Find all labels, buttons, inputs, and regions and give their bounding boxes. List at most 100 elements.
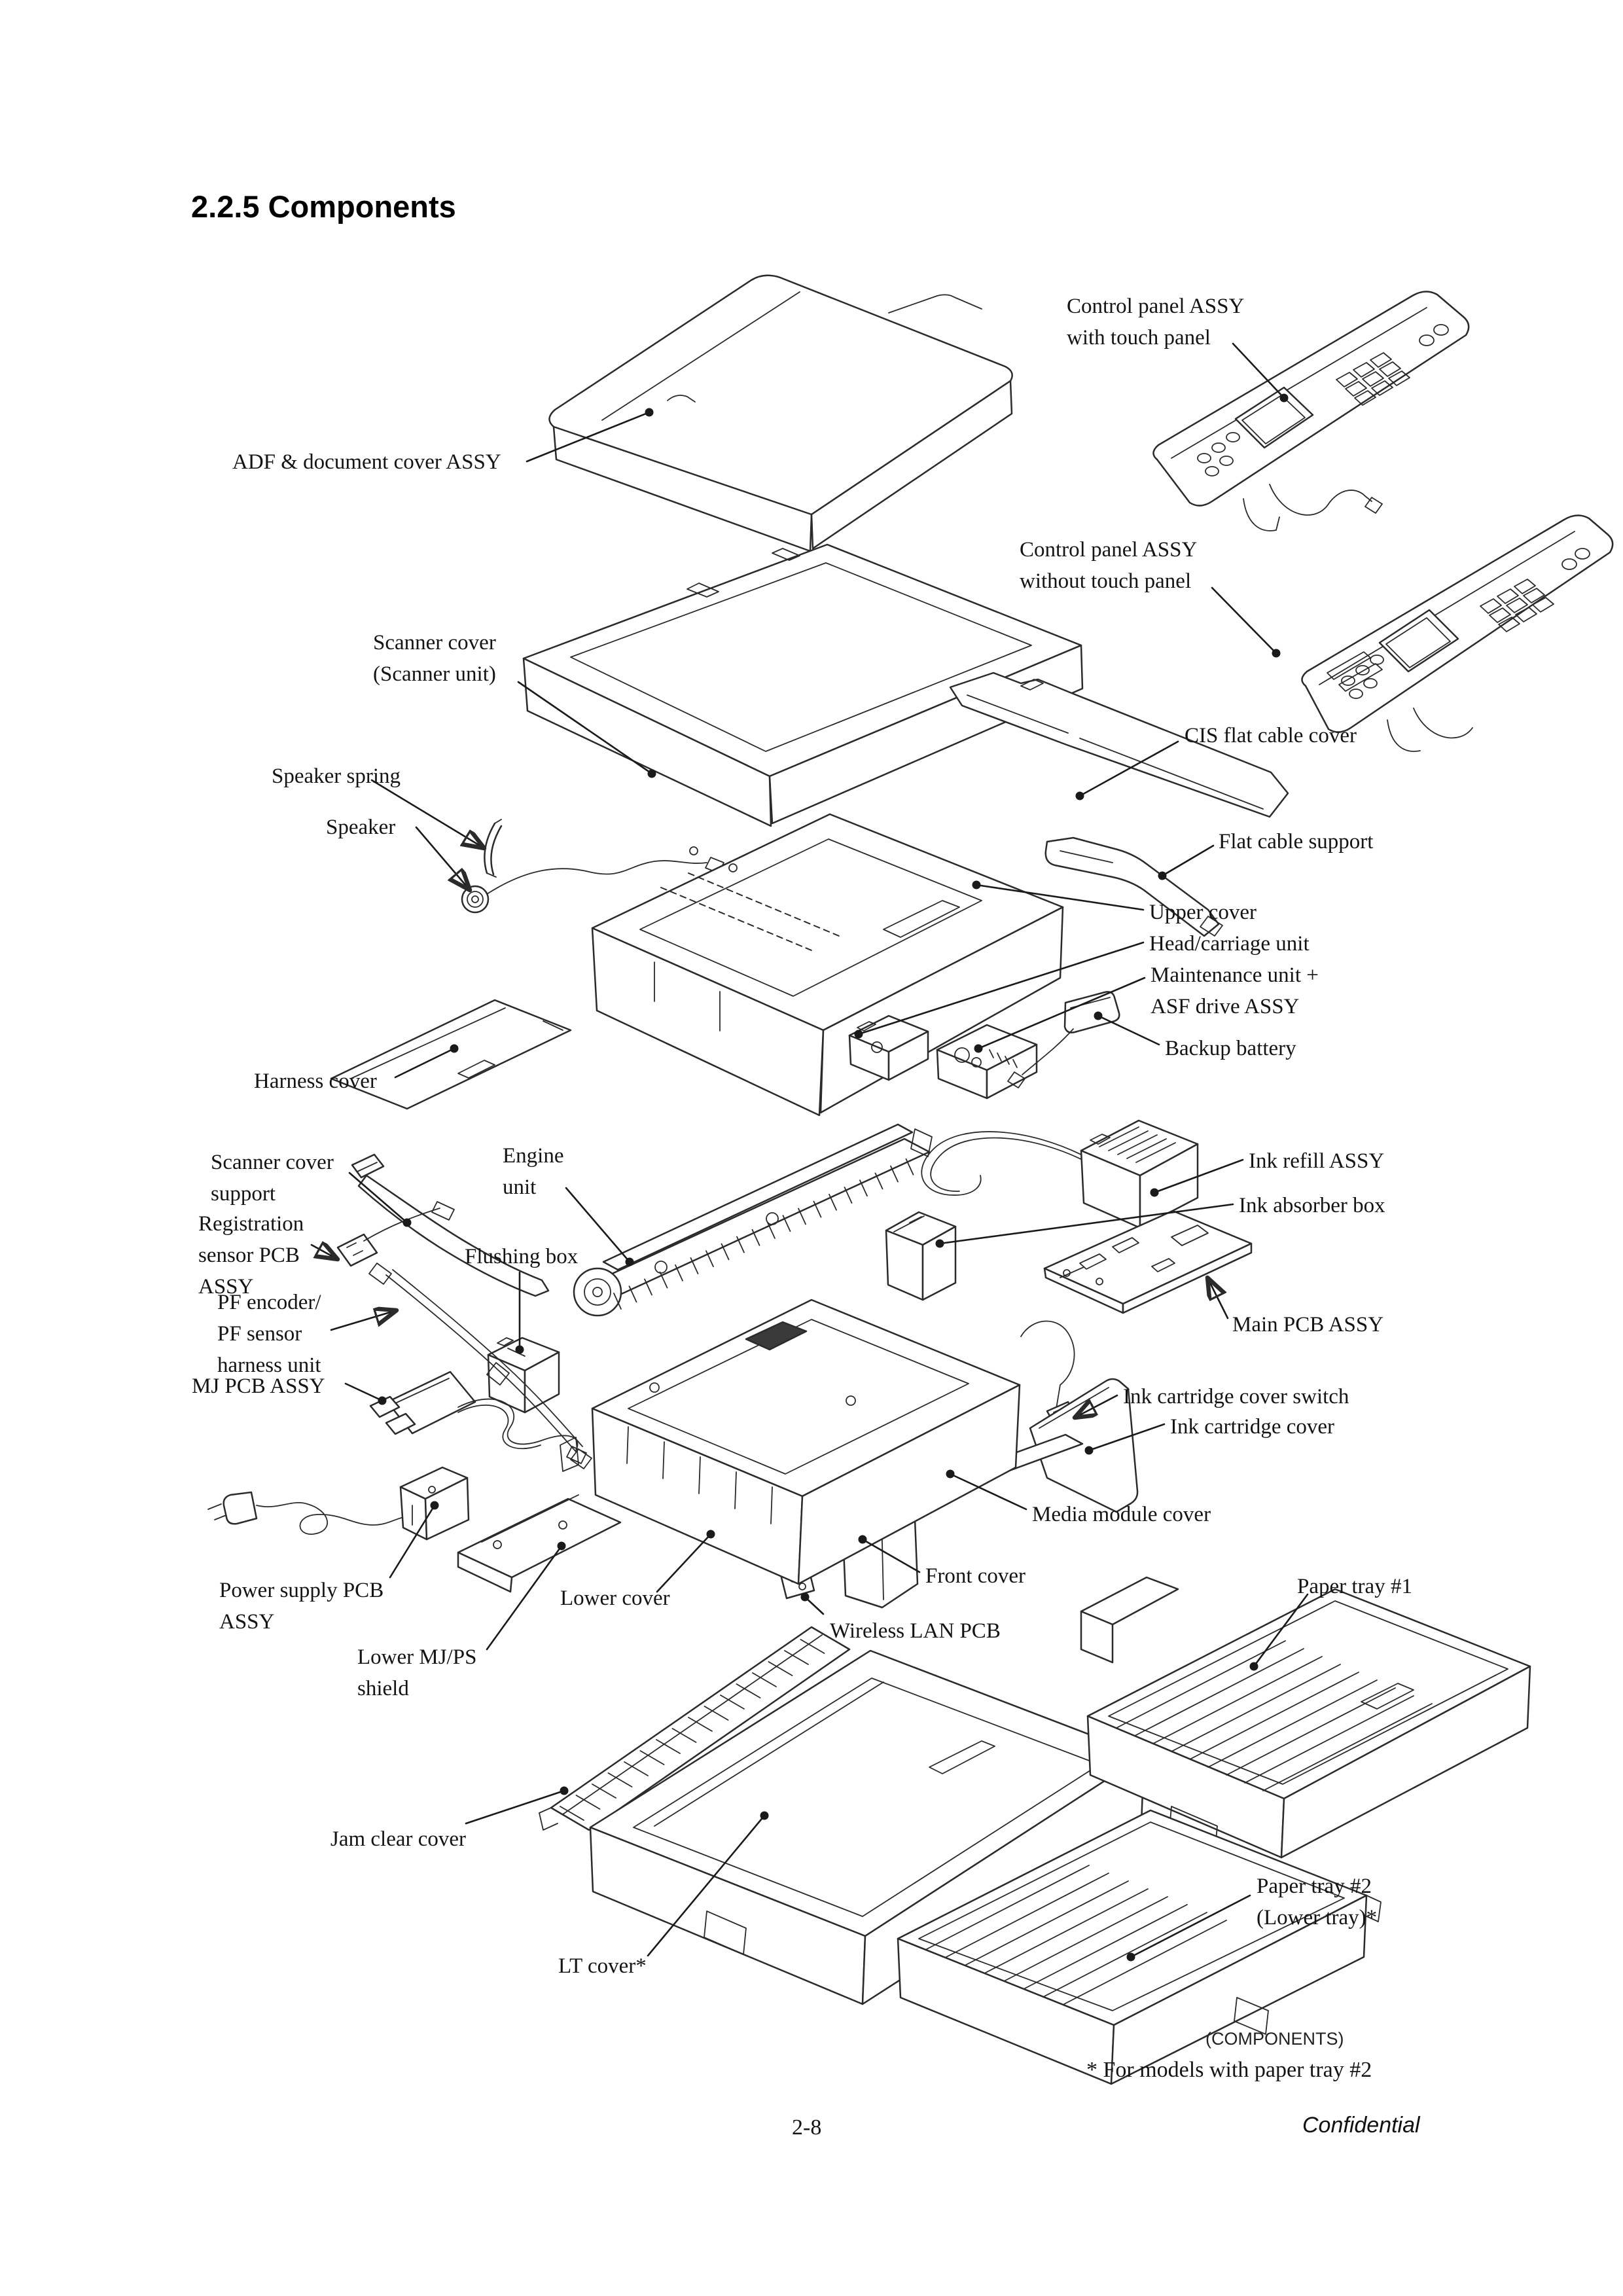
leader-paper-tray-2 [1130, 1894, 1251, 1958]
leader-scanner-cover-support [348, 1172, 408, 1224]
part-label-harness-cover: Harness cover [254, 1069, 377, 1093]
leader-media-module-cover [949, 1473, 1027, 1511]
leader-engine-unit [565, 1187, 631, 1263]
leader-dot-engine-unit [625, 1257, 634, 1266]
leader-ink-absorber-box [938, 1203, 1234, 1245]
leader-pf-encoder-harness [330, 1310, 397, 1331]
part-scanner-cover-support [351, 1153, 550, 1297]
part-cis-flat-cable-cover [949, 672, 1289, 818]
part-ink-cartridge-cover [1029, 1378, 1139, 1513]
leader-flat-cable-support [1161, 844, 1215, 877]
leader-dot-lt-cover [760, 1811, 769, 1820]
leader-dot-mj-pcb [378, 1396, 387, 1405]
part-ink-refill [921, 1119, 1199, 1229]
leader-dot-power-supply-pcb [430, 1501, 439, 1510]
part-lower-mj-ps-shield [457, 1494, 622, 1593]
leader-mj-pcb [344, 1382, 383, 1402]
part-label-media-module-cover: Media module cover [1032, 1503, 1211, 1526]
leader-registration-sensor-pcb [310, 1245, 338, 1259]
part-lower-cover [560, 1299, 1021, 1585]
part-label-upper-cover: Upper cover [1149, 901, 1257, 924]
part-harness-cover [330, 999, 572, 1110]
part-label-scanner-cover: Scanner cover (Scanner unit) [373, 631, 496, 686]
leader-dot-flat-cable-support [1158, 871, 1167, 880]
part-speaker [461, 857, 724, 914]
part-label-main-pcb: Main PCB ASSY [1232, 1313, 1384, 1336]
leader-dot-paper-tray-2 [1126, 1952, 1135, 1962]
page-number: 2-8 [792, 2115, 822, 2140]
part-control-panel-touch [1152, 291, 1470, 531]
leader-ink-cartridge-cover [1088, 1423, 1166, 1452]
part-label-front-cover: Front cover [925, 1564, 1026, 1588]
leader-dot-head-carriage-unit [854, 1030, 863, 1039]
leader-dot-harness-cover [450, 1044, 459, 1053]
part-label-lower-cover: Lower cover [560, 1587, 670, 1610]
part-label-mj-pcb: MJ PCB ASSY [192, 1374, 325, 1398]
confidential-watermark: Confidential [1302, 2113, 1420, 2138]
part-label-power-supply-pcb: Power supply PCB ASSY [219, 1579, 384, 1634]
leader-dot-adf-document-cover [645, 408, 654, 417]
leader-lower-mj-ps-shield [486, 1545, 563, 1651]
leader-main-pcb [1207, 1278, 1229, 1319]
leader-backup-battery [1097, 1014, 1160, 1046]
part-label-speaker: Speaker [326, 816, 396, 839]
part-label-control-panel-plain: Control panel ASSY without touch panel [1020, 538, 1198, 593]
leader-dot-ink-absorber-box [935, 1239, 944, 1248]
leader-dot-flushing-box [515, 1345, 524, 1354]
part-label-backup-battery: Backup battery [1165, 1037, 1296, 1060]
part-label-speaker-spring: Speaker spring [272, 764, 401, 788]
part-label-ink-absorber-box: Ink absorber box [1239, 1194, 1385, 1217]
leader-dot-ink-cartridge-cover [1084, 1446, 1094, 1455]
part-label-control-panel-touch: Control panel ASSY with touch panel [1067, 295, 1245, 350]
leader-dot-control-panel-plain [1272, 649, 1281, 658]
part-power-supply-pcb [207, 1466, 470, 1541]
part-paper-tray-2 [897, 1809, 1382, 2085]
leader-speaker-spring [370, 779, 484, 848]
leader-paper-tray-1 [1253, 1593, 1309, 1668]
part-label-ink-refill: Ink refill ASSY [1249, 1149, 1385, 1173]
leader-jam-clear-cover [465, 1789, 565, 1825]
part-control-panel-plain [1301, 514, 1614, 752]
part-label-cis-flat-cable-cover: CIS flat cable cover [1185, 724, 1357, 747]
part-label-flat-cable-support: Flat cable support [1219, 830, 1374, 853]
leader-control-panel-touch [1232, 342, 1285, 399]
leader-dot-ink-refill [1150, 1188, 1159, 1197]
leader-control-panel-plain [1211, 586, 1277, 655]
part-pf-encoder-harness [368, 1263, 592, 1469]
leader-dot-wireless-lan-pcb [800, 1592, 810, 1602]
part-label-head-carriage-unit: Head/carriage unit [1149, 932, 1310, 956]
leader-dot-scanner-cover [647, 769, 656, 778]
leader-head-carriage-unit [857, 941, 1145, 1035]
leader-lines [310, 342, 1309, 1962]
leader-dot-scanner-cover-support [402, 1218, 412, 1227]
part-jam-clear-cover [539, 1626, 851, 1831]
part-label-maintenance-asf-drive: Maintenance unit + ASF drive ASSY [1150, 963, 1319, 1018]
part-label-wireless-lan-pcb: Wireless LAN PCB [830, 1619, 1001, 1643]
part-label-ink-cartridge-cover: Ink cartridge cover [1170, 1415, 1335, 1439]
leader-lower-cover [656, 1533, 712, 1593]
leader-speaker [415, 826, 470, 890]
leader-ink-refill [1153, 1158, 1244, 1194]
part-backup-battery [1007, 991, 1120, 1088]
leader-upper-cover [975, 884, 1145, 911]
part-head-carriage-unit [848, 1014, 929, 1081]
leader-cis-flat-cable-cover [1079, 740, 1179, 797]
part-engine-unit [573, 1123, 933, 1317]
leader-power-supply-pcb [389, 1504, 436, 1579]
part-label-flushing-box: Flushing box [465, 1245, 579, 1268]
leader-dot-upper-cover [972, 880, 981, 889]
leader-dot-backup-battery [1094, 1011, 1103, 1020]
leader-dot-lower-mj-ps-shield [557, 1541, 566, 1551]
leader-dot-maintenance-asf-drive [974, 1044, 983, 1053]
leader-dot-lower-cover [706, 1530, 715, 1539]
figure-caption: (COMPONENTS) [1205, 2029, 1344, 2049]
part-label-engine-unit: Engine unit [503, 1144, 564, 1199]
part-mj-pcb [369, 1371, 587, 1464]
part-label-ink-cartridge-cover-switch: Ink cartridge cover switch [1123, 1385, 1349, 1408]
part-label-scanner-cover-support: Scanner cover support [211, 1151, 334, 1206]
leader-lt-cover [647, 1814, 766, 1957]
part-label-paper-tray-2: Paper tray #2 (Lower tray)* [1257, 1874, 1378, 1929]
part-adf-document-cover [548, 274, 1013, 552]
